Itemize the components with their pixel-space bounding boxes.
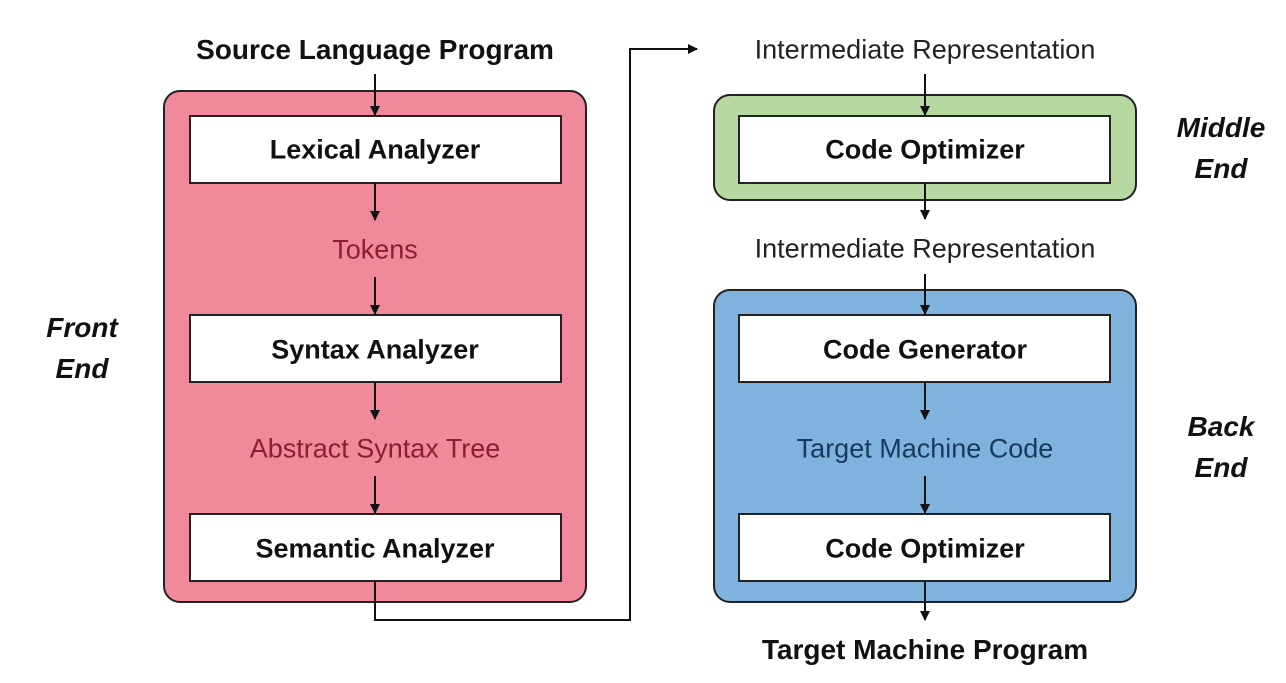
back-end-section-label: Back End bbox=[1188, 406, 1255, 488]
middle-code-optimizer-label: Code Optimizer bbox=[825, 134, 1025, 165]
ir-label-top: Intermediate Representation bbox=[754, 34, 1096, 65]
middle-end-label-line-1: Middle bbox=[1176, 112, 1266, 143]
source-program-label: Source Language Program bbox=[196, 34, 554, 65]
front-end-label-line-2: End bbox=[55, 353, 109, 384]
ir-label-middle: Intermediate Representation bbox=[754, 233, 1096, 264]
back-code-optimizer-label: Code Optimizer bbox=[825, 533, 1025, 564]
front-end-section-label: Front End bbox=[46, 307, 118, 389]
front-end-label-line-1: Front bbox=[46, 312, 118, 343]
back-end-label-line-1: Back bbox=[1187, 411, 1255, 442]
back-end-label-line-2: End bbox=[1194, 452, 1248, 483]
middle-end-section-label: Middle End bbox=[1177, 107, 1266, 189]
arrow-front-to-middle-connector bbox=[374, 44, 698, 621]
syntax-analyzer-label: Syntax Analyzer bbox=[271, 334, 479, 365]
middle-end-label-line-2: End bbox=[1194, 153, 1248, 184]
lexical-analyzer-label: Lexical Analyzer bbox=[269, 134, 481, 165]
semantic-analyzer-label: Semantic Analyzer bbox=[255, 533, 495, 564]
target-machine-code-label: Target Machine Code bbox=[796, 433, 1054, 464]
abstract-syntax-tree-label: Abstract Syntax Tree bbox=[249, 433, 501, 464]
code-generator-label: Code Generator bbox=[822, 334, 1028, 365]
back-code-optimizer-box bbox=[738, 513, 1111, 582]
tokens-label: Tokens bbox=[332, 234, 418, 265]
lexical-analyzer-box bbox=[189, 115, 562, 184]
target-program-label: Target Machine Program bbox=[761, 634, 1089, 665]
